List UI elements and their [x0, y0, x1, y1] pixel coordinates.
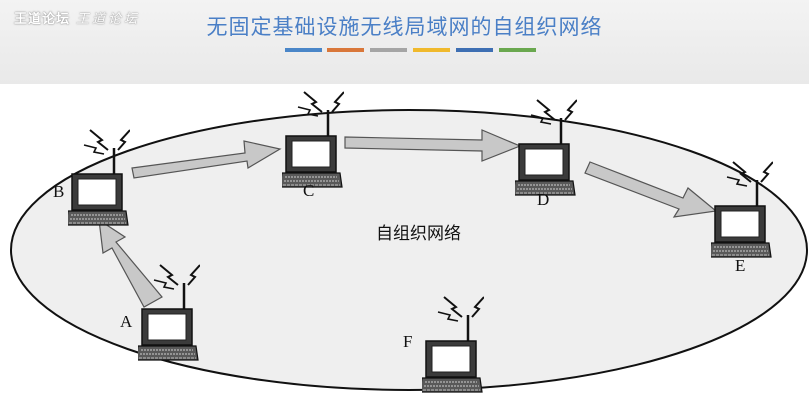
link-arrow-a-b: [98, 218, 163, 308]
laptop-node-b: [68, 128, 130, 227]
color-bar-4: [413, 48, 450, 52]
slide-title: 无固定基础设施无线局域网的自组织网络: [206, 15, 603, 39]
color-bar-2: [327, 48, 364, 52]
watermark-logo: 王道论坛王道论坛: [14, 8, 140, 27]
node-label-f: F: [403, 332, 412, 351]
laptop-node-d: [515, 98, 577, 197]
color-bar-1: [285, 48, 322, 52]
color-bar-3: [370, 48, 407, 52]
watermark-script: 王道论坛: [76, 12, 141, 27]
color-bar-5: [456, 48, 493, 52]
link-arrow-b-c: [131, 140, 282, 179]
link-arrow-d-e: [584, 161, 718, 218]
color-bar-6: [499, 48, 536, 52]
network-diagram: B C D E A F 自组织网络: [10, 90, 808, 394]
node-label-d: D: [537, 190, 549, 209]
laptop-node-c: [282, 90, 344, 189]
node-label-a: A: [120, 312, 133, 331]
node-label-e: E: [735, 256, 745, 275]
node-label-b: B: [53, 182, 64, 201]
network-center-label: 自组织网络: [376, 224, 461, 244]
node-label-c: C: [303, 181, 314, 200]
slide-header: 王道论坛王道论坛 无固定基础设施无线局域网的自组织网络: [0, 0, 809, 84]
link-arrow-c-d: [344, 129, 522, 162]
watermark-text: 王道论坛: [14, 12, 71, 27]
